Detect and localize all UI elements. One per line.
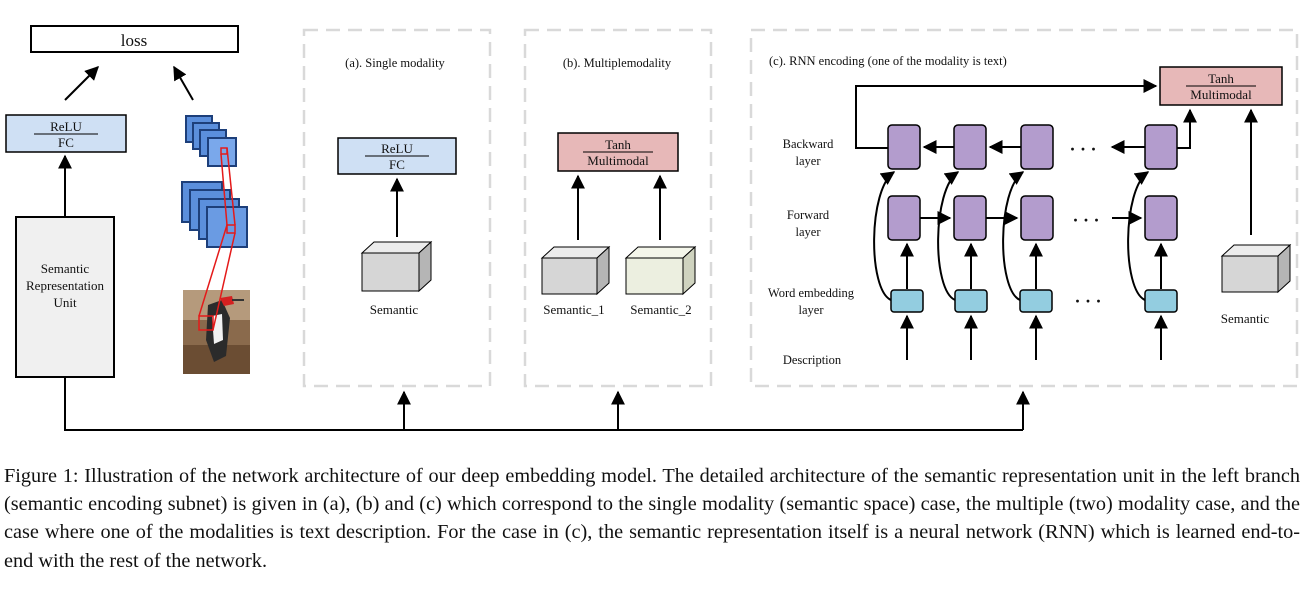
backward-cell xyxy=(953,124,987,170)
panel-a-frame xyxy=(302,28,492,388)
forward-cell xyxy=(887,195,921,241)
panel-b-semantic-2-label: Semantic_2 xyxy=(630,302,691,317)
svg-text:Semantic: Semantic xyxy=(41,261,90,276)
forward-cell xyxy=(953,195,987,241)
forward-ellipsis: · · · xyxy=(1072,210,1099,230)
embedding-cell xyxy=(954,289,988,313)
panel-b-semantic-1-label: Semantic_1 xyxy=(543,302,604,317)
panel-c-frame xyxy=(749,28,1299,388)
svg-text:FC: FC xyxy=(389,157,405,172)
panel-c-tanh-multimodal: Tanh Multimodal xyxy=(1159,66,1283,106)
rnn-column-4 xyxy=(1127,124,1178,360)
figure-caption: Figure 1: Illustration of the network ar… xyxy=(4,465,1300,572)
panel-b-frame xyxy=(523,28,713,388)
forward-cell xyxy=(1144,195,1178,241)
backward-cell xyxy=(1020,124,1054,170)
forward-layer-label-2: layer xyxy=(796,225,822,239)
svg-text:Unit: Unit xyxy=(53,295,77,310)
panel-c-semantic-cube xyxy=(1220,243,1292,294)
svg-text:ReLU: ReLU xyxy=(381,141,413,156)
cnn-feature-maps-small xyxy=(185,115,237,167)
embedding-ellipsis: · · · xyxy=(1074,291,1101,311)
backward-cell xyxy=(887,124,921,170)
rnn-columns xyxy=(873,124,1178,360)
svg-text:loss: loss xyxy=(121,31,147,50)
word-embedding-layer-label-2: layer xyxy=(799,303,825,317)
panel-b-semantic-1-cube xyxy=(540,245,611,296)
svg-text:Multimodal: Multimodal xyxy=(1190,87,1252,102)
semantic-representation-unit: Semantic Representation Unit xyxy=(15,216,115,378)
arrow-fc-to-loss xyxy=(64,66,99,101)
branch-connector xyxy=(64,377,1030,431)
description-label: Description xyxy=(783,353,842,367)
svg-text:Representation: Representation xyxy=(26,278,104,293)
svg-text:Tanh: Tanh xyxy=(1208,71,1234,86)
panel-b-tanh-multimodal: Tanh Multimodal xyxy=(557,132,679,172)
svg-text:Tanh: Tanh xyxy=(605,137,631,152)
panel-b-title: (b). Multiplemodality xyxy=(563,56,672,70)
backward-layer-label: Backward xyxy=(783,137,834,151)
panel-a-semantic-cube xyxy=(360,240,433,293)
panel-c-title: (c). RNN encoding (one of the modality i… xyxy=(769,54,1007,68)
panel-a-relu-fc: ReLU FC xyxy=(337,137,457,175)
receptive-field-lines xyxy=(198,147,236,331)
cnn-feature-maps-large xyxy=(181,181,248,248)
embedding-cell xyxy=(1144,289,1178,313)
forward-cell xyxy=(1020,195,1054,241)
panel-c-semantic-label: Semantic xyxy=(1221,311,1270,326)
panel-a-semantic-label: Semantic xyxy=(370,302,419,317)
rnn-column-2 xyxy=(937,124,988,360)
rnn-column-1 xyxy=(873,124,924,360)
bird-image xyxy=(183,290,250,374)
rnn-horizontal-arrows xyxy=(920,140,1145,225)
panel-b-semantic-2-cube xyxy=(624,245,697,296)
svg-text:FC: FC xyxy=(58,135,74,150)
panel-a-title: (a). Single modality xyxy=(345,56,445,70)
relu-fc-box: ReLU FC xyxy=(5,114,127,153)
word-embedding-layer-label: Word embedding xyxy=(768,286,855,300)
backward-cell xyxy=(1144,124,1178,170)
rnn-column-3 xyxy=(1002,124,1054,360)
loss-box: loss xyxy=(30,25,239,53)
svg-text:Multimodal: Multimodal xyxy=(587,153,649,168)
backward-layer-label-2: layer xyxy=(796,154,822,168)
arrow-cnn-to-loss xyxy=(173,65,194,101)
embedding-cell xyxy=(1019,289,1053,313)
embedding-cell xyxy=(890,289,924,313)
svg-text:ReLU: ReLU xyxy=(50,119,82,134)
forward-layer-label: Forward xyxy=(787,208,830,222)
backward-ellipsis: · · · xyxy=(1069,139,1096,159)
architecture-diagram: loss ReLU FC Semantic Representation Uni… xyxy=(5,25,1299,431)
